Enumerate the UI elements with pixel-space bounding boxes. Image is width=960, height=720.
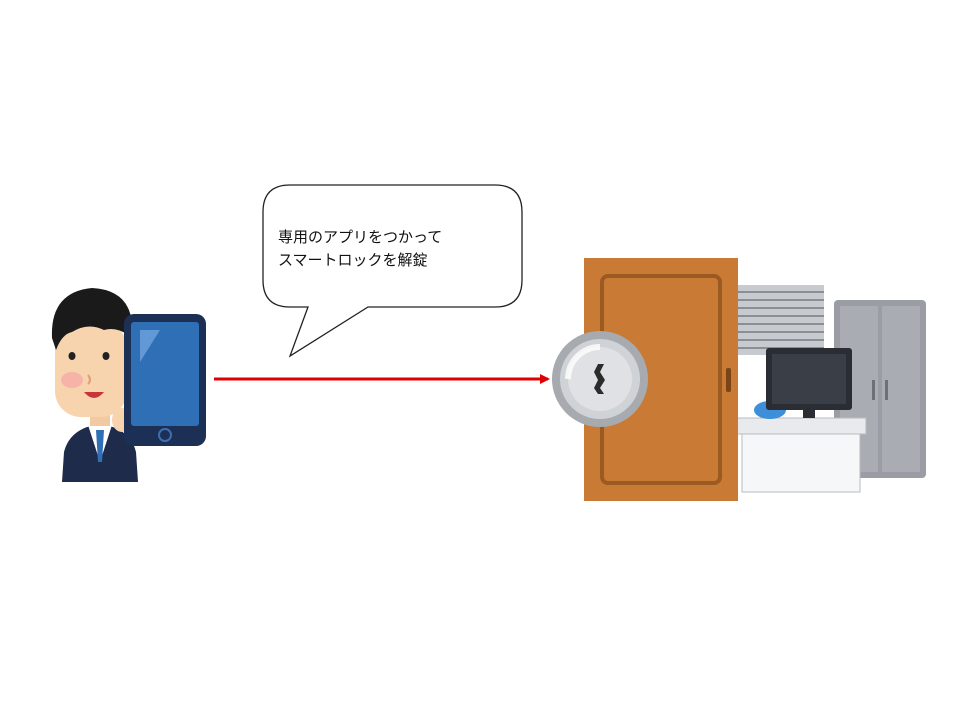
businessman-icon (51, 288, 138, 482)
window-blind-icon (736, 285, 824, 355)
speech-bubble-line-2: スマートロックを解錠 (278, 251, 428, 269)
smartphone-icon (124, 314, 206, 446)
smart-lock-icon (552, 331, 648, 427)
computer-monitor-icon (766, 348, 852, 418)
speech-bubble (262, 184, 523, 358)
speech-bubble-line-1: 専用のアプリをつかって (278, 228, 443, 246)
speech-bubble-text: 専用のアプリをつかって スマートロックを解錠 (278, 226, 508, 272)
